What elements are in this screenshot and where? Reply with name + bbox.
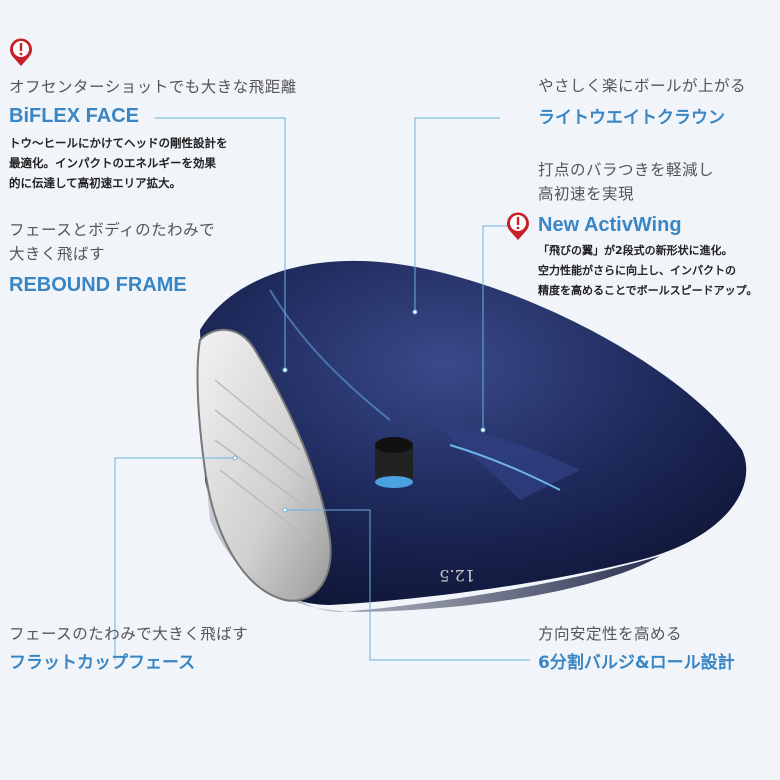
biflex-description: トウ〜ヒールにかけてヘッドの剛性設計を 最適化。インパクトのエネルギーを効果 的… <box>9 133 228 193</box>
alert-pin-icon <box>10 38 32 66</box>
biflex-title: BiFLEX FACE <box>9 105 140 127</box>
leader-lines <box>114 117 530 661</box>
biflex-subtitle: オフセンターショットでも大きな飛距離 <box>9 78 297 96</box>
club-face <box>196 328 332 602</box>
bulge-roll-subtitle: 方向安定性を高める <box>538 625 683 643</box>
subtitle-line: 打点のバラつきを軽減し <box>538 161 715 179</box>
subtitle-line: 高初速を実現 <box>538 185 635 203</box>
desc-line: 空力性能がさらに向上し、インパクトの <box>538 264 736 277</box>
subtitle-line: 大きく飛ばす <box>9 245 106 263</box>
desc-line: トウ〜ヒールにかけてヘッドの剛性設計を <box>9 136 228 150</box>
rebound-subtitle: フェースとボディのたわみで 大きく飛ばす <box>9 218 215 266</box>
desc-line: 最適化。インパクトのエネルギーを効果 <box>9 156 216 170</box>
activwing-title: New ActivWing <box>538 214 682 236</box>
desc-line: 「飛びの翼」が2段式の新形状に進化。 <box>538 244 733 257</box>
desc-line: 精度を高めることでボールスピードアップ。 <box>538 284 758 297</box>
crown-subtitle: やさしく楽にボールが上がる <box>538 77 747 95</box>
rebound-title: REBOUND FRAME <box>9 274 187 296</box>
flatcup-subtitle: フェースのたわみで大きく飛ばす <box>9 625 249 643</box>
activwing-description: 「飛びの翼」が2段式の新形状に進化。 空力性能がさらに向上し、インパクトの 精度… <box>538 241 757 301</box>
alert-pin-icon <box>507 212 529 240</box>
activwing-subtitle: 打点のバラつきを軽減し 高初速を実現 <box>538 158 714 206</box>
crown-title: ライトウエイトクラウン <box>538 108 725 128</box>
activwing <box>430 420 580 500</box>
flatcup-title: フラットカップフェース <box>9 653 196 673</box>
bulge-roll-title: 6分割バルジ&ロール設計 <box>538 653 735 673</box>
desc-line: 的に伝達して高初速エリア拡大。 <box>9 176 182 190</box>
subtitle-line: フェースとボディのたわみで <box>9 221 216 239</box>
sole-marking: 12.5 <box>439 566 475 585</box>
hosel <box>375 442 413 482</box>
